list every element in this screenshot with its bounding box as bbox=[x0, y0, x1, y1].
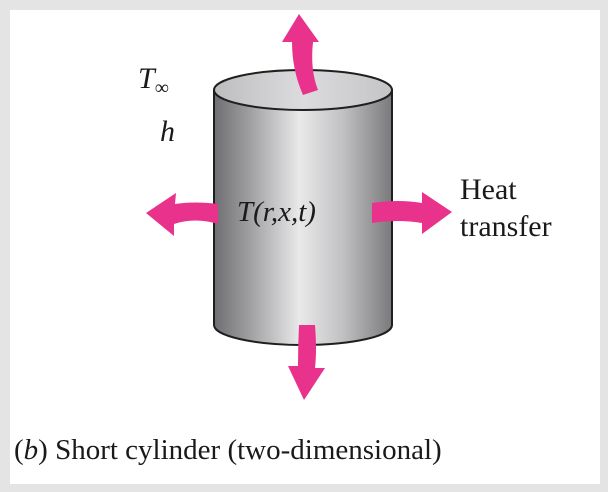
t-infinity-subscript: ∞ bbox=[154, 77, 169, 99]
heat-transfer-line2: transfer bbox=[460, 209, 552, 243]
heat-arrow-right bbox=[372, 192, 452, 234]
heat-transfer-line1: Heat bbox=[460, 173, 517, 206]
heat-arrow-down bbox=[288, 325, 325, 400]
temperature-function-label: T(r,x,t) bbox=[237, 196, 316, 228]
caption-text: Short cylinder (two-dimensional) bbox=[55, 434, 442, 466]
heat-arrow-left bbox=[146, 193, 218, 236]
heat-transfer-label: Heat transfer bbox=[460, 172, 552, 245]
t-infinity-label: T∞ bbox=[138, 62, 169, 99]
figure-caption: (b) Short cylinder (two-dimensional) bbox=[14, 434, 442, 466]
heat-arrow-up bbox=[282, 14, 319, 95]
caption-part-letter: b bbox=[23, 434, 39, 466]
heat-coefficient-label: h bbox=[160, 115, 175, 148]
t-infinity-symbol: T bbox=[138, 62, 155, 95]
